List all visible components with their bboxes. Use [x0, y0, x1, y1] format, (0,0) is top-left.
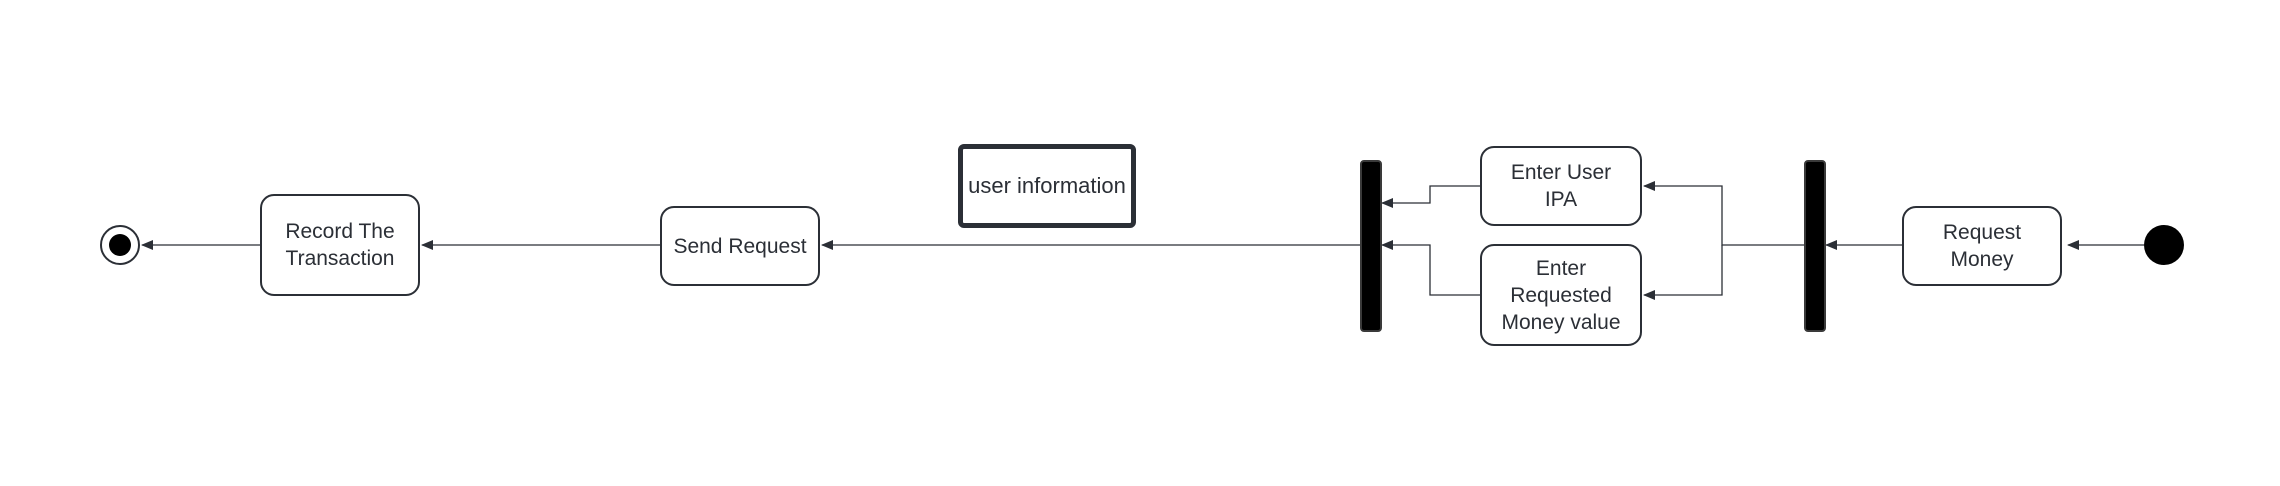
- activity-send-request[interactable]: Send Request: [660, 206, 820, 286]
- join-bar[interactable]: [1360, 160, 1382, 332]
- activity-enter-user-ipa-label: Enter User IPA: [1510, 161, 1612, 211]
- initial-node[interactable]: [2144, 225, 2184, 265]
- edge-enter-money-value-to-join-bar: [1381, 240, 1480, 296]
- activity-record-transaction[interactable]: Record The Transaction: [260, 194, 420, 296]
- edge-fork-bar-to-enter-user-ipa: [1643, 181, 1804, 246]
- edge-enter-user-ipa-to-join-bar: [1381, 185, 1480, 208]
- activity-record-transaction-label: Record The Transaction: [285, 220, 395, 270]
- activity-enter-money-value[interactable]: Enter Requested Money value: [1480, 244, 1642, 346]
- activity-send-request-label: Send Request: [673, 234, 807, 258]
- activity-enter-user-ipa[interactable]: Enter User IPA: [1480, 146, 1642, 226]
- edge-fork-bar-to-enter-money-value: [1643, 245, 1723, 300]
- object-user-information-label: user information: [968, 173, 1126, 198]
- activity-request-money-label: Request Money: [1942, 221, 2022, 271]
- fork-bar[interactable]: [1804, 160, 1826, 332]
- activity-request-money[interactable]: Request Money: [1902, 206, 2062, 286]
- object-user-information[interactable]: user information: [958, 144, 1136, 228]
- final-node-inner-dot: [109, 234, 131, 256]
- final-node[interactable]: [100, 225, 140, 265]
- activity-enter-money-value-label: Enter Requested Money value: [1501, 256, 1621, 334]
